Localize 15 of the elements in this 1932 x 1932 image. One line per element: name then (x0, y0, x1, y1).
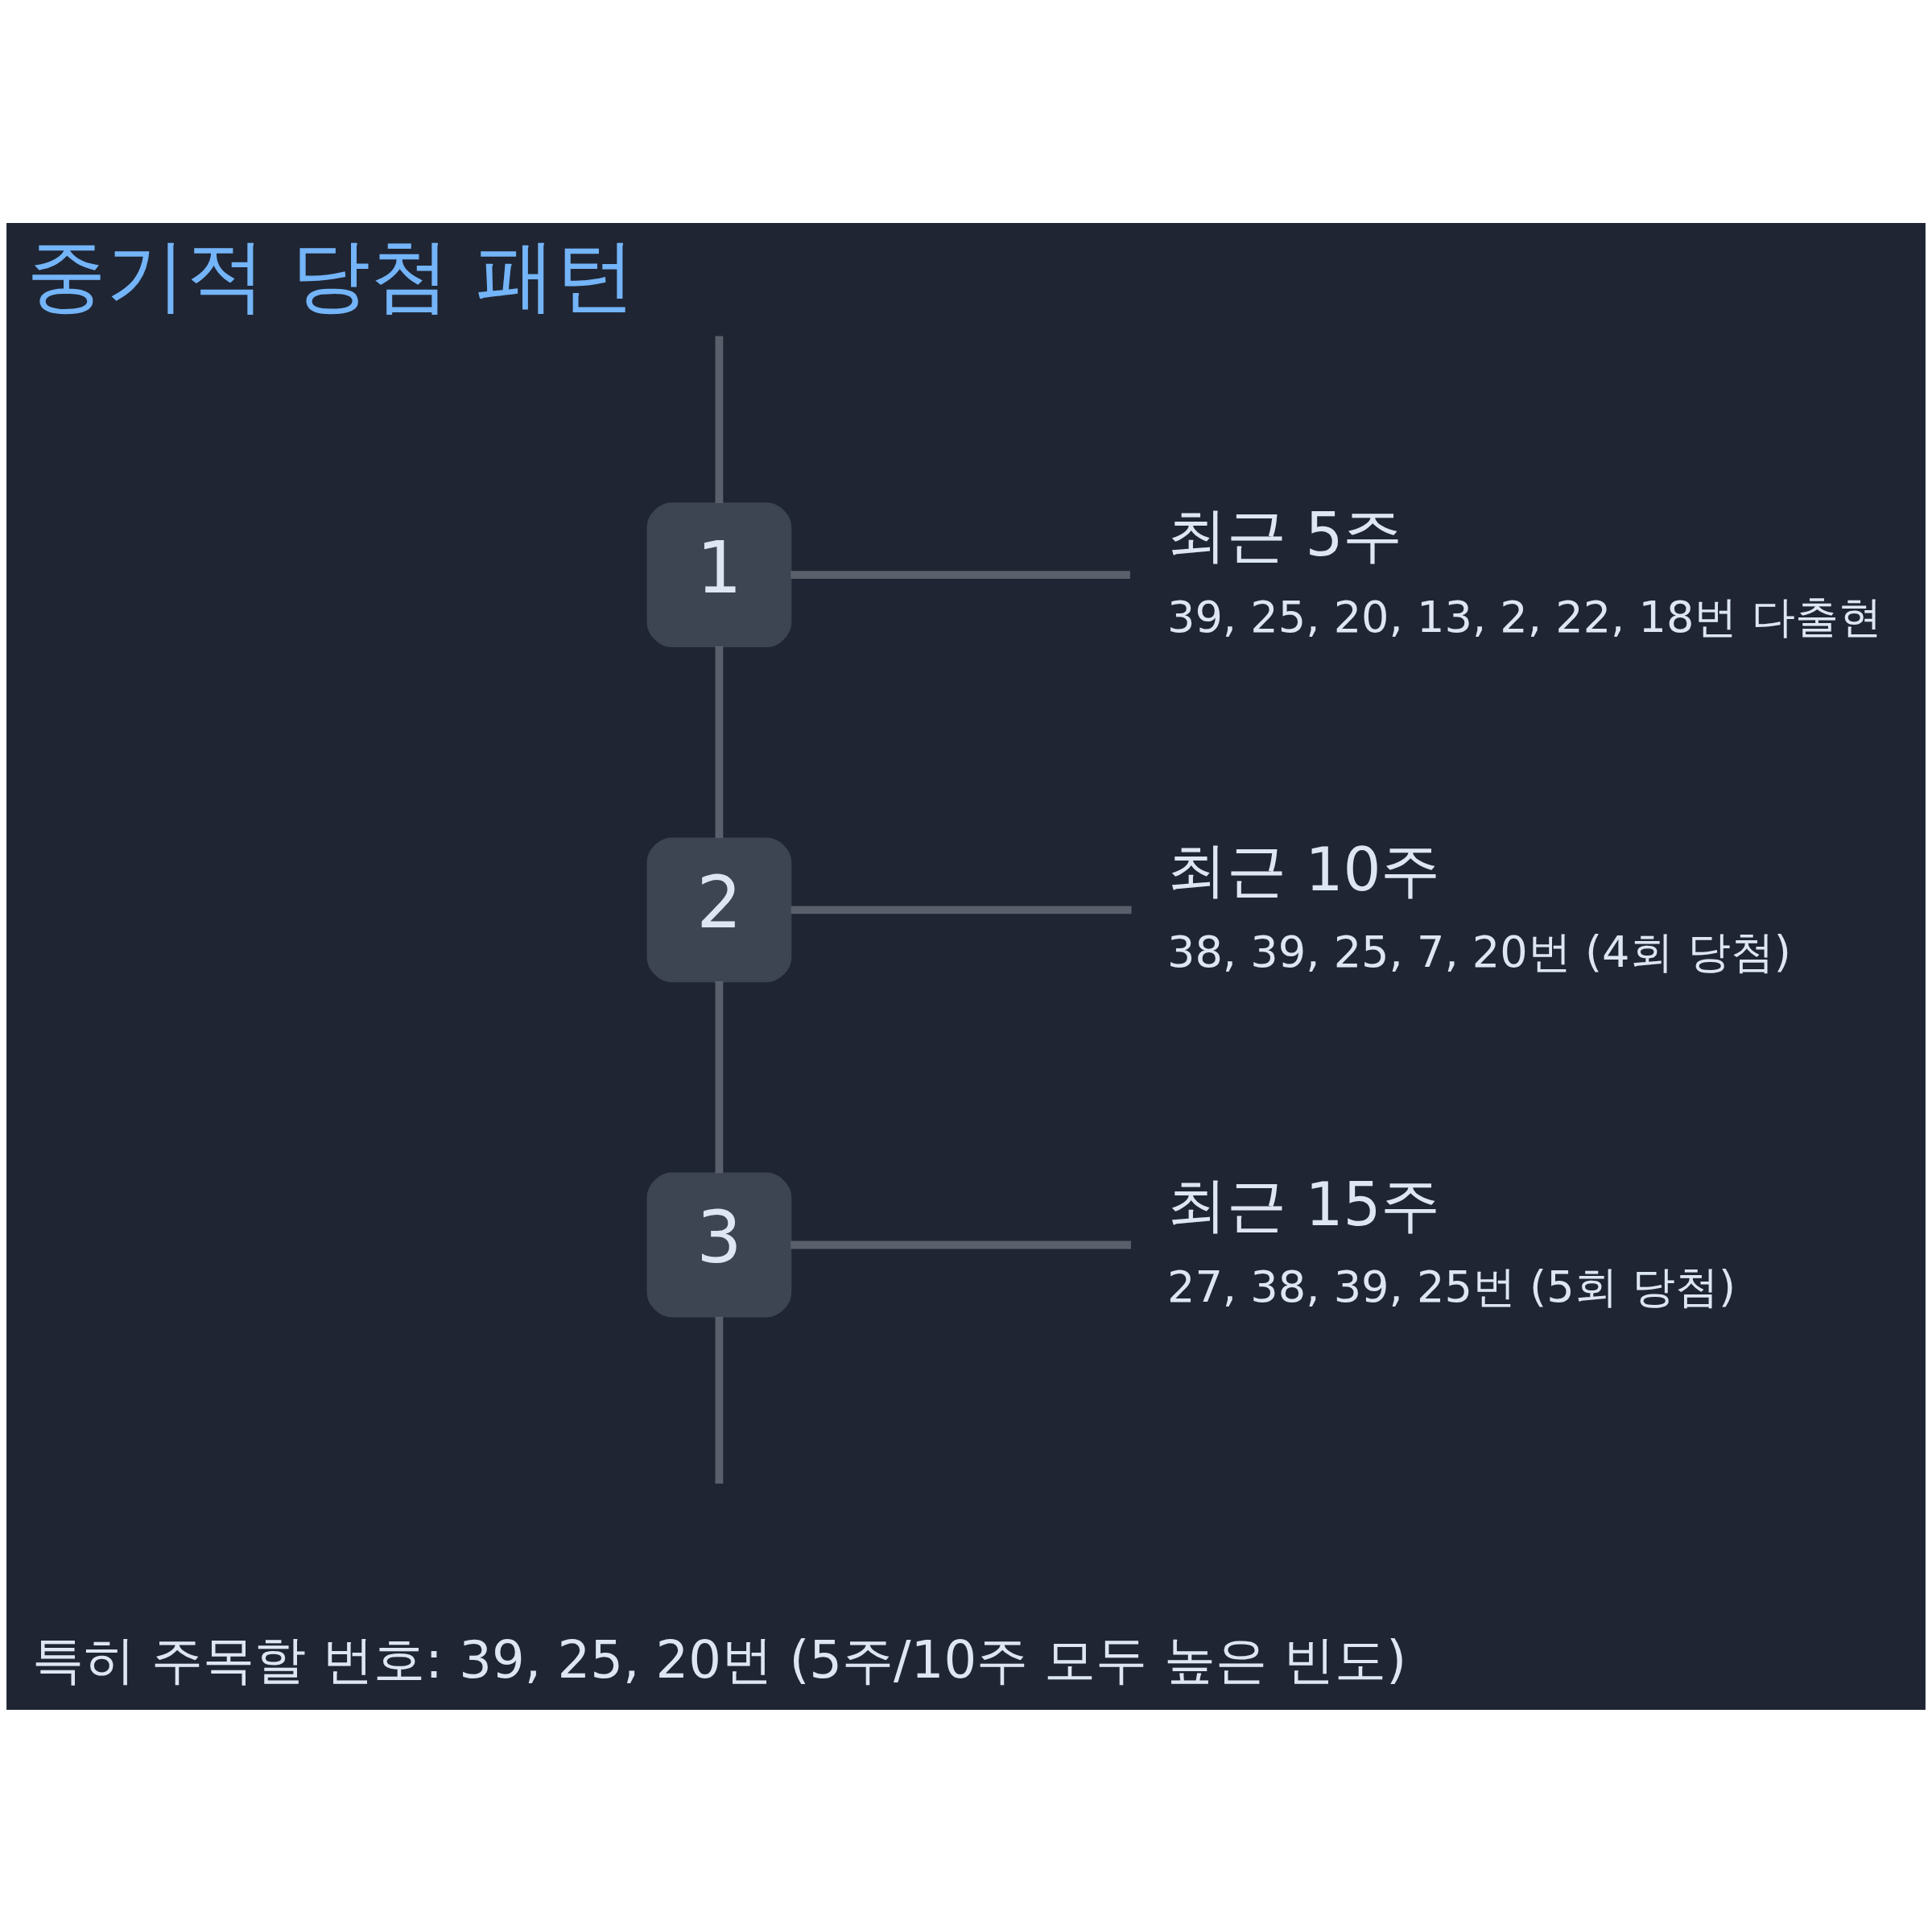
node-text: 최근 5주 39, 25, 20, 13, 2, 22, 18번 다출현 (1166, 499, 1882, 642)
diagram-title: 중기적 당첨 패턴 (26, 229, 635, 321)
connector (791, 905, 1132, 914)
connector (715, 336, 724, 503)
node-box: 1 (646, 502, 792, 647)
connector (715, 980, 724, 1173)
connector (791, 570, 1130, 579)
connector (715, 1316, 724, 1484)
connector (791, 1241, 1131, 1249)
node-box: 2 (646, 836, 792, 982)
connector (715, 646, 724, 838)
node-box: 3 (646, 1172, 792, 1317)
label: 특히 주목할 번호: 39, 25, 20번 (5주/10주 모두 높은 빈도) (31, 1629, 1407, 1690)
node-text: 최근 10주 38, 39, 25, 7, 20번 (4회 당첨) (1166, 834, 1791, 977)
node-text: 최근 15주 27, 38, 39, 25번 (5회 당첨) (1166, 1169, 1736, 1312)
